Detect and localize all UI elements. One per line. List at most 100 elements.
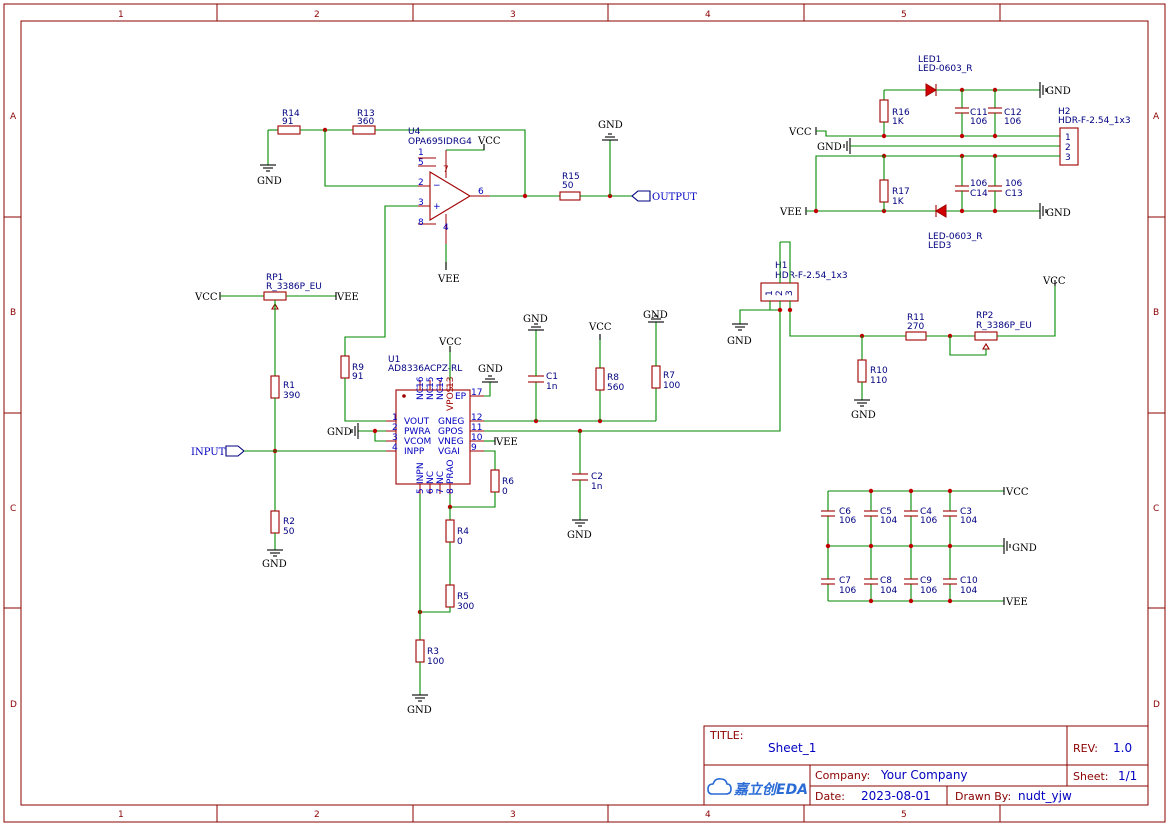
gnd-label: GND <box>262 559 287 570</box>
svg-text:12: 12 <box>471 413 482 423</box>
r2-ref: R2 <box>283 517 295 527</box>
u1-vga: R9 91 U1 AD8336ACPZ-RL VOUT PWRA VCOM IN… <box>327 310 781 716</box>
gnd-label: GND <box>407 705 432 716</box>
svg-text:NC: NC <box>436 471 446 484</box>
r4-value: 0 <box>457 537 463 547</box>
r13-value: 360 <box>357 117 374 127</box>
vee-symbol: VEE <box>437 262 460 285</box>
c14-capacitor: 106 C14 <box>955 179 988 199</box>
date-value: 2023-08-01 <box>861 789 931 803</box>
svg-text:3: 3 <box>392 433 398 443</box>
c5-value: 104 <box>880 516 897 526</box>
r16-value: 1K <box>892 117 905 127</box>
c9-ref: C9 <box>920 576 932 586</box>
gnd-label: GND <box>851 410 876 421</box>
title-block: TITLE: Sheet_1 REV: 1.0 Company: Your Co… <box>703 725 1149 806</box>
c8-capacitor: C8 104 <box>864 576 897 596</box>
c12-value: 106 <box>1004 117 1021 127</box>
vee-symbol: VEE <box>779 207 807 218</box>
c4-capacitor: C4 106 <box>904 507 937 526</box>
c4-ref: C4 <box>920 507 932 517</box>
svg-text:5: 5 <box>418 158 424 168</box>
col-label: 4 <box>705 810 711 820</box>
u4-ref: U4 <box>408 127 421 137</box>
col-label: 3 <box>510 810 516 820</box>
c11-ref: C11 <box>970 108 988 118</box>
title-key: TITLE: <box>709 729 743 742</box>
gnd-symbol: GND <box>262 549 287 570</box>
col-label: 2 <box>314 10 320 20</box>
r6-value: 0 <box>502 487 508 497</box>
vcc-label: VCC <box>1005 487 1029 498</box>
u1-ref: U1 <box>388 355 400 365</box>
r8-resistor: R8 560 <box>595 367 624 393</box>
r10-value: 110 <box>870 376 887 386</box>
gnd-symbol: GND <box>851 399 876 421</box>
gnd-label: GND <box>643 310 668 321</box>
svg-text:14: 14 <box>436 376 446 388</box>
col-label: 4 <box>705 10 711 20</box>
gnd-label: GND <box>598 120 623 131</box>
c3-capacitor: C3 104 <box>943 507 977 526</box>
svg-text:2: 2 <box>775 290 785 296</box>
vee-label: VEE <box>779 207 802 218</box>
r17-ref: R17 <box>892 187 910 197</box>
svg-text:1: 1 <box>418 148 424 158</box>
vee-symbol: VEE <box>494 437 518 448</box>
r2-value: 50 <box>283 527 295 537</box>
c6-ref: C6 <box>839 507 851 517</box>
svg-text:8: 8 <box>446 488 456 494</box>
row-label: B <box>1153 308 1159 318</box>
rp2-value: R_3386P_EU <box>976 321 1032 331</box>
input-label: INPUT <box>191 447 226 458</box>
vcc-symbol: VCC <box>1003 487 1029 498</box>
vcc-symbol: VCC <box>438 337 462 352</box>
led3-value: LED-0603_R <box>928 232 983 242</box>
svg-text:VCOM: VCOM <box>404 437 431 447</box>
vcc-label: VCC <box>788 127 812 138</box>
r7-value: 100 <box>663 381 680 391</box>
r8-ref: R8 <box>607 373 619 383</box>
c7-value: 106 <box>839 586 856 596</box>
svg-text:VGAI: VGAI <box>438 447 460 457</box>
c1-value: 1n <box>546 382 557 392</box>
led3-ref: LED3 <box>928 241 951 251</box>
col-label: 5 <box>901 10 907 20</box>
svg-text:PRAO: PRAO <box>446 460 456 484</box>
h2-header: H2 HDR-F-2.54_1x3 1 2 3 <box>1058 107 1131 166</box>
r11-ref: R11 <box>907 313 925 323</box>
led3-diode: LED-0603_R LED3 <box>928 204 983 251</box>
company-key: Company: <box>815 769 870 782</box>
c10-ref: C10 <box>960 576 978 586</box>
gnd-symbol: GND <box>407 694 432 716</box>
vcc-symbol: VCC <box>1042 276 1066 287</box>
vcc-symbol: VCC <box>588 322 612 340</box>
vcc-symbol: VCC <box>788 127 817 138</box>
r11-value: 270 <box>907 322 924 332</box>
c2-capacitor: C2 1n <box>572 472 603 492</box>
r8-value: 560 <box>607 383 624 393</box>
svg-text:GNEG: GNEG <box>438 417 464 427</box>
gnd-label: GND <box>327 427 352 438</box>
gnd-symbol: GND <box>327 423 359 439</box>
vee-symbol: VEE <box>335 292 359 303</box>
c9-value: 106 <box>920 586 937 596</box>
led1-diode: LED1 LED-0603_R <box>918 55 973 97</box>
svg-text:8: 8 <box>418 218 424 228</box>
gnd-label: GND <box>567 530 592 541</box>
gnd-label: GND <box>523 314 548 325</box>
gnd-symbol: GND <box>257 164 282 187</box>
rev-value: 1.0 <box>1113 741 1132 755</box>
gnd-symbol: GND <box>727 323 752 347</box>
col-label: 1 <box>118 10 124 20</box>
rp2-potentiometer: RP2 R_3386P_EU <box>974 311 1032 350</box>
row-label: A <box>10 112 17 122</box>
c13-value: 106 <box>1005 179 1022 189</box>
r6-ref: R6 <box>502 477 514 487</box>
r4-ref: R4 <box>457 527 469 537</box>
svg-text:9: 9 <box>471 443 477 453</box>
r1-value: 390 <box>283 391 300 401</box>
led1-ref: LED1 <box>918 55 941 65</box>
